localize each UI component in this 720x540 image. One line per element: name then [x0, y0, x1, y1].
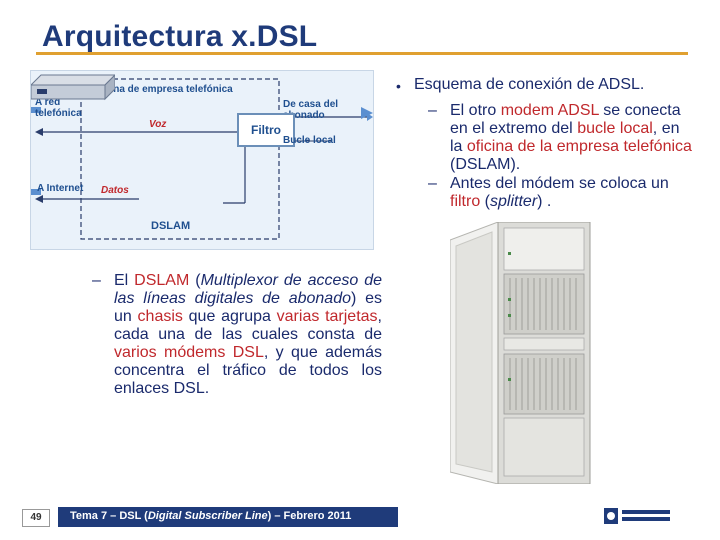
slide-title: Arquitectura x.DSL: [42, 20, 318, 53]
diagram-internet-label: A Internet: [37, 183, 84, 194]
highlight-run: chasis: [137, 308, 183, 325]
highlight-run: varias tarjetas: [276, 308, 378, 325]
sub-bullet-dash: –: [428, 102, 437, 119]
diagram-bucle-label: Bucle local: [283, 135, 336, 146]
adsl-diagram: Oficina de empresa telefónica A red tele…: [30, 70, 374, 250]
highlight-run: modem ADSL: [500, 102, 599, 119]
text-run: (DSLAM).: [450, 156, 521, 173]
page-number: 49: [22, 509, 50, 527]
sub-bullet-dash: –: [92, 272, 101, 289]
text-run: se conecta en el extremo del: [450, 102, 681, 137]
dslam-device-icon: [31, 74, 115, 101]
diagram-lines: [31, 78, 373, 240]
bullet-main: Esquema de conexión de ADSL.: [414, 76, 645, 93]
diagram-datos-label: Datos: [101, 185, 129, 196]
text-run: El: [114, 272, 135, 289]
dslam-description: El DSLAM (Multiplexor de acceso de las l…: [114, 272, 382, 398]
sub-bullet-2: Antes del módem se coloca un filtro (spl…: [450, 175, 695, 211]
text-run: ) es un: [114, 290, 383, 325]
text-run: , en la: [450, 120, 680, 155]
footer-text: Tema 7 – DSL (Digital Subscriber Line) –…: [70, 510, 351, 522]
highlight-run: filtro: [450, 193, 481, 210]
italic-run: splitter: [490, 193, 538, 210]
diagram-left-top-label: A red telefónica: [35, 97, 82, 119]
footer-text-run: Tema 7 – DSL (: [70, 510, 148, 522]
university-logo: [602, 505, 674, 527]
highlight-run: oficina de la empresa telefónica: [466, 138, 692, 155]
text-run: (: [480, 193, 491, 210]
diagram-header-label: Oficina de empresa telefónica: [91, 84, 233, 95]
sub-bullet-1: El otro modem ADSL se conecta en el extr…: [450, 102, 695, 174]
italic-run: Multiplexor de acceso de las líneas digi…: [114, 272, 383, 307]
filter-box: Filtro: [237, 113, 295, 147]
highlight-run: varios módems DSL: [114, 344, 264, 361]
sub-bullet-dash: –: [428, 175, 437, 192]
title-underline: [36, 52, 688, 55]
footer-text-run: ) – Febrero 2011: [267, 510, 352, 522]
footer-italic-run: Digital Subscriber Line: [147, 510, 268, 522]
dslam-rack-photo: [450, 222, 591, 484]
text-run: Antes del módem se coloca un: [450, 175, 669, 192]
highlight-run: DSLAM: [134, 272, 190, 289]
bullet-dot: •: [396, 78, 401, 94]
diagram-right-top-label: De casa del abonado: [283, 99, 339, 121]
diagram-dslam-label: DSLAM: [151, 220, 191, 232]
text-run: que agrupa: [182, 308, 277, 325]
text-run: , cada una de las cuales consta de: [114, 308, 382, 343]
text-run: El otro: [450, 102, 501, 119]
footer-bar: [58, 507, 398, 527]
text-run: , y que además concentra el tráfico de t…: [114, 344, 383, 397]
text-run: (: [189, 272, 201, 289]
text-run: ) .: [537, 193, 552, 210]
diagram-voz-label: Voz: [149, 119, 167, 130]
highlight-run: bucle local: [577, 120, 653, 137]
